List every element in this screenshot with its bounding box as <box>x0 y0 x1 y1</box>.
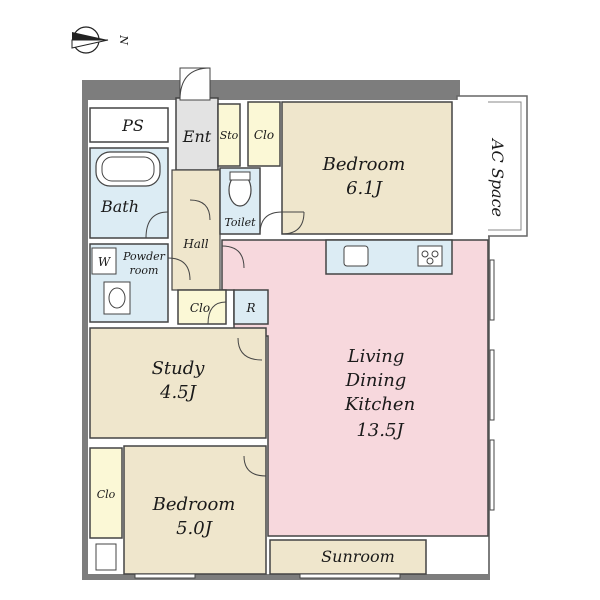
ldk-label-2: Dining <box>345 370 407 391</box>
w-label: W <box>98 255 112 269</box>
north-arrow-icon <box>72 32 108 40</box>
clo-mid-label: Clo <box>190 301 210 315</box>
toilet-label: Toilet <box>224 216 256 229</box>
study-size: 4.5J <box>159 382 198 403</box>
refrigerator-space <box>233 289 269 325</box>
ps-room <box>89 107 169 143</box>
ps-label: PS <box>121 116 144 135</box>
washer-box <box>91 247 117 275</box>
windows <box>134 259 495 579</box>
sunroom <box>269 539 427 575</box>
clo-bottom-label: Clo <box>97 488 116 501</box>
powder-label-1: Powder <box>122 250 166 263</box>
closet-bottom <box>89 447 123 539</box>
powder-label-2: room <box>130 264 159 277</box>
bedroom2-name: Bedroom <box>152 494 236 515</box>
hall <box>171 169 221 291</box>
hall-label: Hall <box>182 237 208 251</box>
storage <box>217 103 241 167</box>
ent-label: Ent <box>182 127 212 146</box>
study-name: Study <box>152 358 206 379</box>
bedroom1-name: Bedroom <box>322 154 406 175</box>
bath-label: Bath <box>100 197 139 216</box>
entrance-door-frame <box>179 67 211 101</box>
bedroom2-size: 5.0J <box>176 518 214 539</box>
compass-label: N <box>117 34 130 45</box>
clo-top-label: Clo <box>254 128 274 142</box>
closet-middle <box>177 289 227 325</box>
sunroom-label: Sunroom <box>321 547 395 566</box>
bathtub-icon <box>95 151 161 187</box>
bedroom1-size: 6.1J <box>346 178 384 199</box>
ac-space-label: AC Space <box>488 137 507 217</box>
sto-label: Sto <box>220 129 239 142</box>
ldk-label-3: Kitchen <box>344 394 415 415</box>
closet-top <box>247 101 281 167</box>
r-label: R <box>245 301 255 315</box>
small-cabinet <box>95 543 117 571</box>
study-room <box>89 327 267 439</box>
compass <box>71 26 109 54</box>
sink-icon <box>108 287 126 309</box>
ldk-label-1: Living <box>347 346 405 367</box>
stove-icon <box>417 245 443 267</box>
bedroom-1 <box>281 101 453 235</box>
sink-basin-icon <box>343 245 369 267</box>
ldk-size: 13.5J <box>356 420 405 441</box>
